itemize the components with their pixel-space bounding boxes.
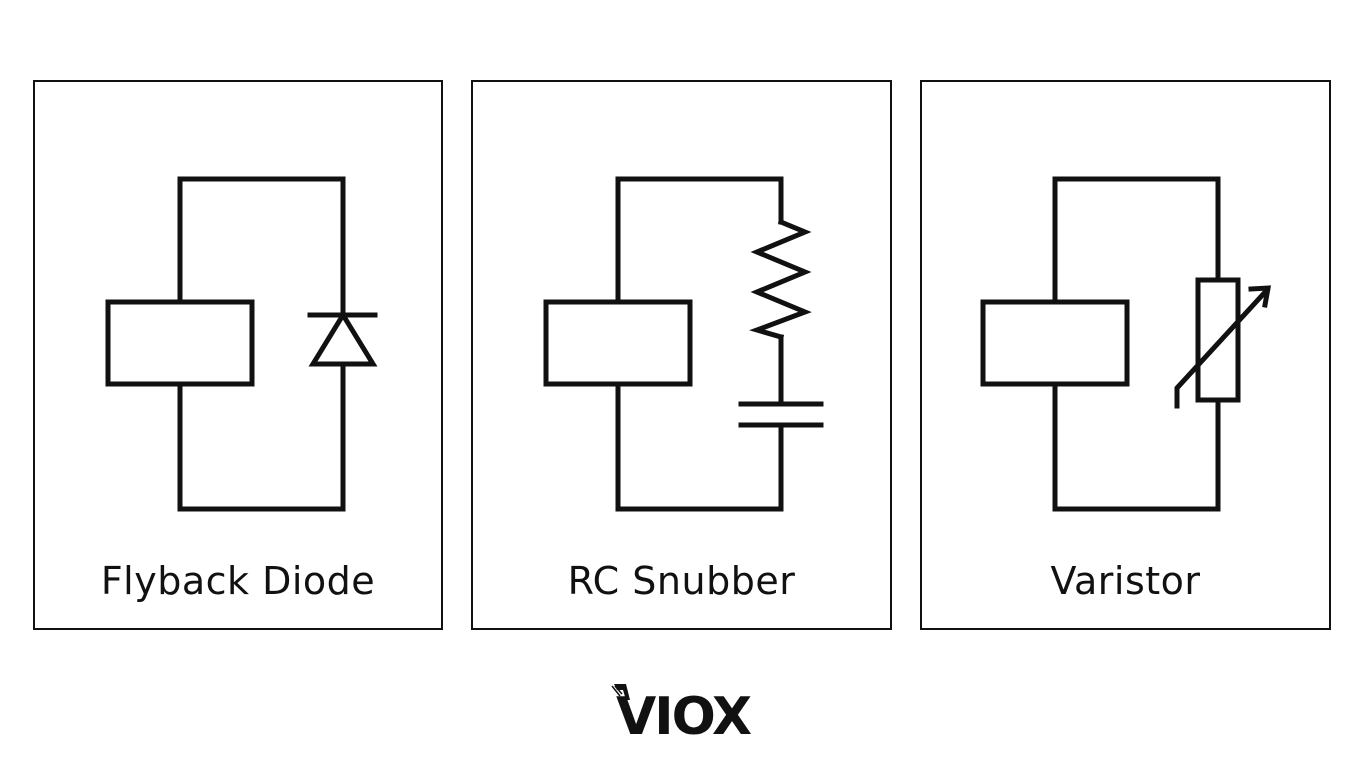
- label-varistor: Varistor: [1050, 559, 1201, 603]
- flyback-diode-circuit: [105, 176, 378, 512]
- panel-varistor: Varistor: [920, 80, 1331, 630]
- relay-coil: [980, 299, 1130, 387]
- wire-top: [615, 176, 784, 305]
- wire-bottom: [1052, 381, 1221, 512]
- rc-snubber-circuit: [543, 176, 824, 512]
- panel-flyback-diode: Flyback Diode: [33, 80, 443, 630]
- viox-logo-text: VIOX: [616, 687, 752, 747]
- relay-coil: [543, 299, 693, 387]
- varistor-circuit: [980, 176, 1272, 512]
- relay-coil: [105, 299, 255, 387]
- viox-logo: VIOX: [611, 684, 754, 747]
- panel-rc-snubber: RC Snubber: [471, 80, 892, 630]
- wire-bottom: [615, 381, 784, 512]
- wire-top: [1052, 176, 1221, 305]
- label-rc-snubber: RC Snubber: [567, 559, 796, 603]
- varistor-slash: [1174, 286, 1271, 409]
- diode-triangle: [308, 310, 378, 367]
- wire-top: [177, 176, 346, 318]
- resistor-zigzag: [749, 218, 812, 341]
- viox-logo-mark: [611, 684, 630, 700]
- wire-bottom: [177, 361, 346, 512]
- label-flyback-diode: Flyback Diode: [100, 559, 376, 603]
- varistor-arrowhead: [1248, 285, 1272, 308]
